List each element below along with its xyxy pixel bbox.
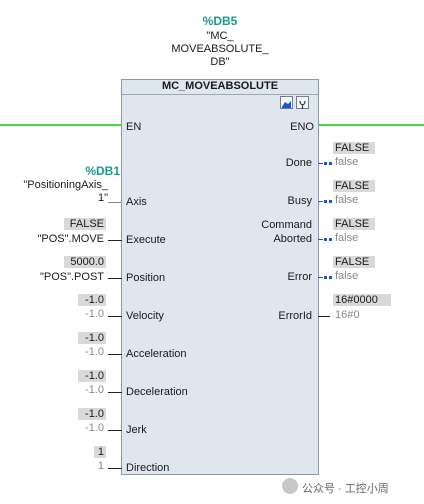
axis-db-name[interactable]: "PositioningAxis_ 1"	[6, 179, 108, 205]
error-output-dot	[329, 276, 332, 279]
pin-velocity: Velocity	[126, 310, 164, 322]
execute-monitor-value: FALSE	[64, 218, 106, 230]
error-monitor-value: FALSE	[333, 256, 375, 268]
aborted-output-dot	[324, 238, 327, 241]
pin-done: Done	[285, 157, 312, 169]
pin-eno: ENO	[290, 121, 314, 133]
en-power-rail	[0, 124, 122, 126]
error-output-dot	[324, 276, 327, 279]
eno-power-rail	[318, 124, 424, 126]
pin-jerk: Jerk	[126, 424, 147, 436]
pin-position: Position	[126, 272, 166, 284]
pin-en: EN	[126, 121, 142, 133]
error-output-stub	[318, 277, 323, 278]
instance-db-name-line1: "MC_	[206, 30, 234, 42]
deceleration-monitor-value: -1.0	[78, 370, 106, 382]
busy-output-dot	[329, 200, 332, 203]
errorid-monitor-value: 16#0000	[333, 294, 391, 306]
axis-db-number: %DB1	[85, 164, 120, 178]
pin-execute: Execute	[126, 234, 166, 246]
done-output-stub	[318, 163, 323, 164]
instance-db-number: %DB5	[202, 14, 238, 28]
jerk-default[interactable]: -1.0	[85, 422, 104, 434]
errorid-output-wire	[318, 316, 330, 317]
axis-db-name-line1: "PositioningAxis_	[23, 179, 108, 191]
acceleration-default[interactable]: -1.0	[85, 346, 104, 358]
execute-tag[interactable]: "POS".MOVE	[37, 233, 105, 245]
execute-wire	[108, 240, 122, 241]
acceleration-wire	[108, 354, 122, 355]
errorid-default[interactable]: 16#0	[335, 309, 360, 321]
direction-monitor-value: 1	[94, 446, 106, 458]
error-default[interactable]: false	[335, 270, 359, 282]
pin-acceleration: Acceleration	[126, 348, 187, 360]
busy-output-stub	[318, 201, 323, 202]
done-default[interactable]: false	[335, 156, 359, 168]
deceleration-wire	[108, 392, 122, 393]
done-output-dot	[324, 162, 327, 165]
aborted-output-stub	[318, 239, 323, 240]
wechat-logo-icon	[282, 478, 298, 494]
position-tag[interactable]: "POS".POST	[39, 271, 104, 283]
jerk-wire	[108, 430, 122, 431]
axis-wire	[108, 202, 122, 203]
instance-db-name-line3: DB"	[210, 56, 230, 68]
commissioning-icon[interactable]	[280, 96, 293, 109]
velocity-monitor-value: -1.0	[78, 294, 106, 306]
pin-command-aborted-line2: Aborted	[273, 233, 312, 245]
busy-monitor-value: FALSE	[333, 180, 375, 192]
pin-deceleration: Deceleration	[126, 386, 188, 398]
axis-db-name-line2: 1"	[97, 192, 108, 204]
position-wire	[108, 278, 122, 279]
pin-errorid: ErrorId	[278, 310, 312, 322]
pin-axis: Axis	[126, 196, 147, 208]
pin-busy: Busy	[287, 195, 312, 207]
block-title: MC_MOVEABSOLUTE	[161, 80, 279, 92]
function-block[interactable]	[121, 79, 319, 475]
aborted-output-dot	[329, 238, 332, 241]
done-output-dot	[329, 162, 332, 165]
pin-error: Error	[287, 271, 312, 283]
busy-default[interactable]: false	[335, 194, 359, 206]
pin-command-aborted-line1: Command	[261, 219, 312, 231]
jerk-monitor-value: -1.0	[78, 408, 106, 420]
deceleration-default[interactable]: -1.0	[85, 384, 104, 396]
diagnostics-icon[interactable]	[296, 96, 309, 109]
acceleration-monitor-value: -1.0	[78, 332, 106, 344]
aborted-monitor-value: FALSE	[333, 218, 375, 230]
instance-db-name: "MC_ MOVEABSOLUTE_ DB"	[150, 30, 290, 69]
pin-direction: Direction	[126, 462, 170, 474]
direction-wire	[108, 468, 122, 469]
position-monitor-value: 5000.0	[64, 256, 106, 268]
title-separator	[122, 94, 318, 95]
watermark-text: 公众号 · 工控小周	[302, 483, 389, 495]
direction-default[interactable]: 1	[97, 460, 104, 472]
velocity-wire	[108, 316, 122, 317]
busy-output-dot	[324, 200, 327, 203]
instance-db-name-line2: MOVEABSOLUTE_	[171, 43, 269, 55]
aborted-default[interactable]: false	[335, 232, 359, 244]
velocity-default[interactable]: -1.0	[85, 308, 104, 320]
done-monitor-value: FALSE	[333, 142, 375, 154]
